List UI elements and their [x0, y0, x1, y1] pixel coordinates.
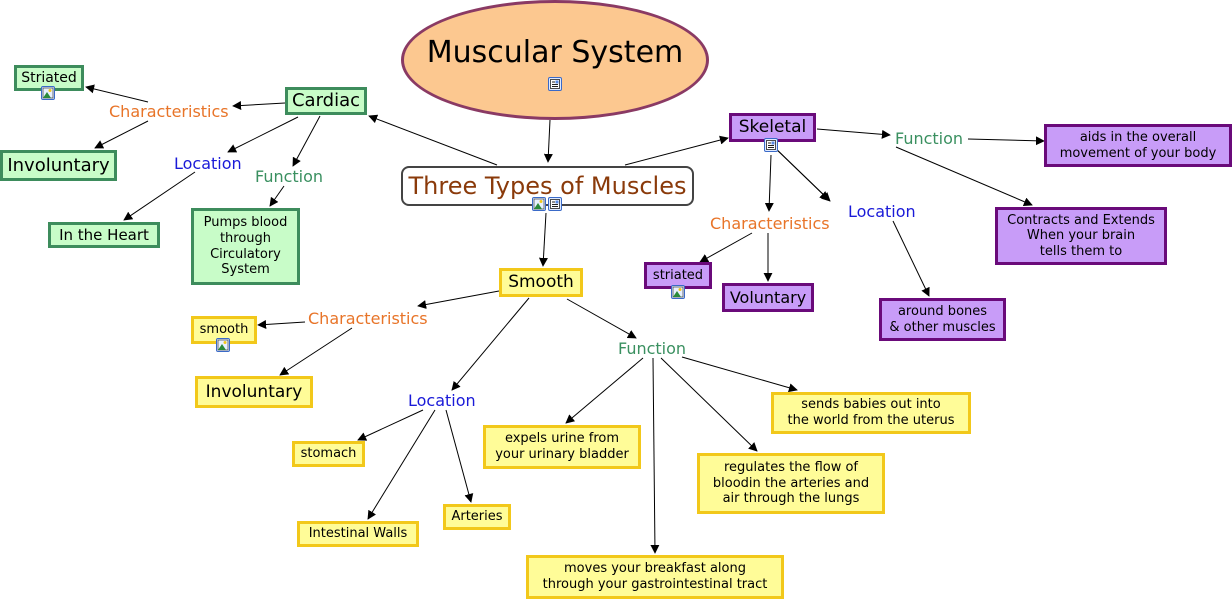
cardiac-node[interactable]: Cardiac — [285, 87, 367, 115]
smooth-function-regulates-node[interactable]: regulates the flow of bloodin the arteri… — [697, 453, 885, 514]
smooth-involuntary-node[interactable]: Involuntary — [195, 376, 313, 408]
smooth-function-sends-node[interactable]: sends babies out into the world from the… — [771, 392, 971, 434]
root-title: Muscular System — [426, 35, 684, 70]
smooth-location-stomach-label: stomach — [300, 446, 357, 462]
edge-cardiac-function — [292, 115, 321, 167]
skeletal-function-aids-node[interactable]: aids in the overall movement of your bod… — [1044, 124, 1232, 167]
edge-mlocation-stomach — [357, 409, 424, 441]
edge-sfunc-aids — [967, 136, 1045, 146]
smooth-location-stomach-node[interactable]: stomach — [292, 441, 365, 467]
smooth-label: Smooth — [508, 272, 574, 293]
edge-root-hub — [543, 119, 553, 163]
image-resource-icon[interactable] — [532, 197, 546, 211]
edge-mchar-smooth — [257, 319, 306, 329]
root-node-muscular-system[interactable]: Muscular System — [401, 0, 709, 120]
cardiac-location-node[interactable]: In the Heart — [48, 222, 160, 248]
cardiac-involuntary-label: Involuntary — [7, 154, 110, 176]
skeletal-voluntary-node[interactable]: Voluntary — [722, 283, 814, 312]
smooth-function-regulates-label: regulates the flow of bloodin the arteri… — [712, 460, 870, 507]
edge-skeletal-char — [764, 154, 774, 212]
edge-mfunc-regulates — [660, 357, 758, 452]
edge-cardiac-location — [227, 116, 299, 153]
smooth-location-arteries-node[interactable]: Arteries — [443, 504, 511, 530]
cardiac-function-link: Function — [255, 167, 324, 186]
image-resource-icon[interactable] — [41, 86, 55, 100]
smooth-involuntary-label: Involuntary — [205, 381, 303, 402]
cardiac-involuntary-node[interactable]: Involuntary — [0, 150, 117, 181]
smooth-location-intestinal-label: Intestinal Walls — [308, 526, 408, 542]
smooth-location-intestinal-node[interactable]: Intestinal Walls — [297, 521, 419, 547]
cardiac-function-label: Pumps blood through Circulatory System — [203, 215, 288, 278]
skeletal-function-contracts-label: Contracts and Extends When your brain te… — [1007, 212, 1155, 259]
edge-hub-cardiac — [368, 114, 498, 166]
smooth-function-moves-node[interactable]: moves your breakfast along through your … — [526, 555, 784, 599]
cardiac-location-label: In the Heart — [59, 226, 149, 244]
edge-smooth-location — [451, 297, 530, 391]
edge-slocation-around — [892, 220, 930, 297]
edge-schar-striated — [699, 232, 753, 263]
edge-char-involuntary — [94, 120, 149, 149]
smooth-function-expels-node[interactable]: expels urine from your urinary bladder — [483, 425, 641, 469]
edge-mlocation-arteries — [445, 409, 474, 503]
skeletal-label: Skeletal — [738, 117, 807, 138]
skeletal-voluntary-label: Voluntary — [729, 287, 807, 307]
skeletal-characteristics-link: Characteristics — [710, 214, 830, 233]
hub-node-three-types[interactable]: Three Types of Muscles — [401, 166, 694, 206]
skeletal-location-link: Location — [848, 202, 916, 221]
edge-mfunc-expels — [565, 357, 644, 424]
skeletal-function-aids-label: aids in the overall movement of your bod… — [1059, 129, 1217, 161]
smooth-function-link: Function — [618, 339, 687, 358]
image-resource-icon[interactable] — [671, 285, 685, 299]
edge-mchar-involuntary — [279, 327, 353, 376]
edge-location-heart — [123, 171, 196, 221]
smooth-function-sends-label: sends babies out into the world from the… — [787, 397, 955, 428]
smooth-smooth-label: smooth — [199, 322, 249, 338]
edge-hub-skeletal — [624, 135, 729, 166]
edge-char-striated — [85, 84, 149, 103]
edge-mlocation-intestinal — [367, 409, 436, 520]
cardiac-function-node[interactable]: Pumps blood through Circulatory System — [191, 208, 300, 285]
cardiac-characteristics-link: Characteristics — [109, 102, 229, 121]
skeletal-location-node[interactable]: around bones & other muscles — [879, 298, 1006, 341]
document-resource-icon[interactable] — [764, 138, 778, 152]
edge-skeletal-location-arrow — [771, 144, 831, 202]
cardiac-striated-label: Striated — [21, 69, 77, 86]
smooth-function-expels-label: expels urine from your urinary bladder — [495, 431, 629, 462]
skeletal-striated-label: striated — [652, 267, 704, 283]
smooth-characteristics-link: Characteristics — [308, 309, 428, 328]
edge-sfunc-contracts — [895, 146, 1033, 206]
smooth-function-moves-label: moves your breakfast along through your … — [542, 561, 768, 592]
image-resource-icon[interactable] — [216, 338, 230, 352]
hub-title: Three Types of Muscles — [408, 171, 687, 200]
edge-smooth-char — [417, 290, 500, 309]
edge-hub-smooth — [538, 212, 548, 267]
cardiac-location-link: Location — [174, 154, 242, 173]
smooth-node[interactable]: Smooth — [499, 268, 583, 297]
edge-skeletal-function — [816, 128, 891, 139]
skeletal-location-label: around bones & other muscles — [889, 303, 996, 335]
edge-cardiac-char — [232, 101, 286, 111]
smooth-location-arteries-label: Arteries — [451, 509, 503, 525]
skeletal-function-contracts-node[interactable]: Contracts and Extends When your brain te… — [995, 207, 1167, 265]
smooth-location-link: Location — [408, 391, 476, 410]
skeletal-function-link: Function — [895, 129, 964, 148]
edge-mfunc-sends — [681, 356, 798, 393]
document-resource-icon[interactable] — [548, 77, 562, 91]
edge-mfunc-moves — [650, 357, 660, 554]
edge-smooth-function — [566, 298, 637, 339]
edge-function-pumps — [269, 185, 285, 207]
cardiac-label: Cardiac — [291, 90, 361, 112]
document-resource-icon[interactable] — [548, 197, 562, 211]
